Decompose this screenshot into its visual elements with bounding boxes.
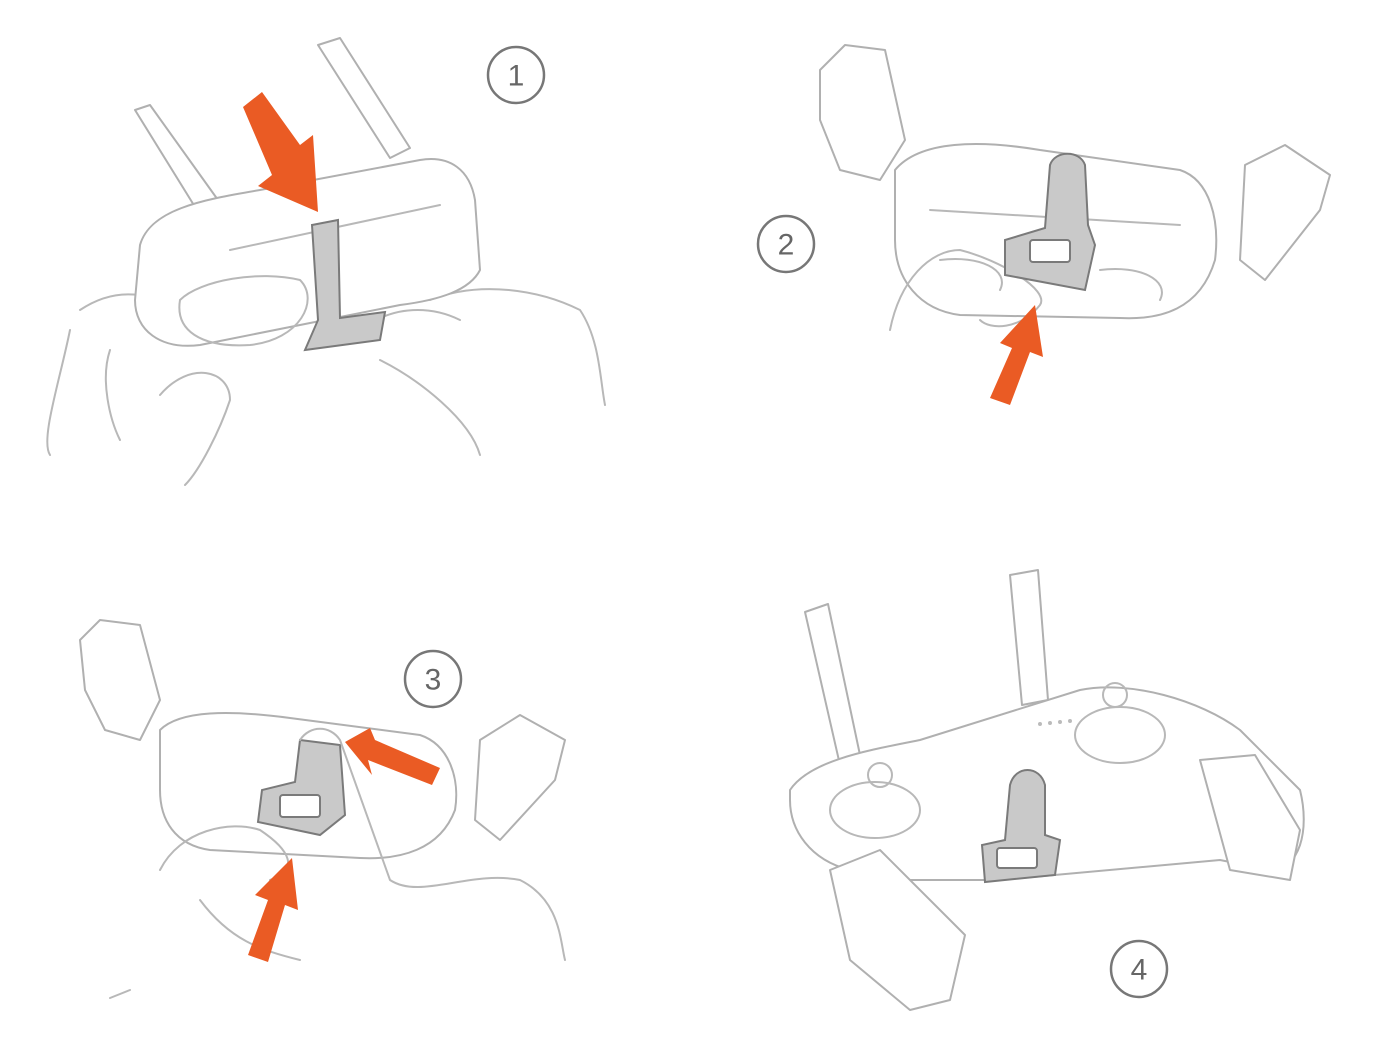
arrow-icon-down — [243, 92, 318, 212]
arrow-icon-up — [990, 305, 1043, 405]
grip-right — [474, 714, 566, 841]
step-label: 3 — [425, 664, 442, 697]
remote-controller — [789, 686, 1305, 881]
grip-left — [79, 619, 161, 741]
arrow-icon-left — [345, 728, 440, 785]
step-2-illustration — [819, 44, 1331, 405]
antenna-right — [1009, 569, 1049, 706]
antenna-left — [134, 104, 219, 216]
arrow-icon-up — [248, 858, 298, 962]
grip-left — [829, 849, 966, 1011]
grip-left — [819, 44, 906, 181]
step-number-4: 4 — [1109, 939, 1169, 999]
protector-clip — [303, 218, 387, 352]
step-label: 2 — [778, 229, 795, 262]
remote-controller-folded — [134, 158, 481, 347]
step-4-illustration — [789, 569, 1305, 1011]
grip-right — [1199, 754, 1301, 881]
protector-clip — [1004, 152, 1097, 292]
step-number-2: 2 — [756, 214, 816, 274]
antenna-right — [317, 37, 411, 159]
step-label: 4 — [1131, 954, 1148, 987]
step-3-illustration — [79, 619, 566, 999]
grip-right — [1239, 144, 1331, 281]
step-number-1: 1 — [486, 45, 546, 105]
antenna-left — [804, 603, 861, 766]
step-label: 1 — [508, 60, 525, 93]
step-1-illustration — [46, 37, 606, 486]
step-number-3: 3 — [403, 649, 463, 709]
